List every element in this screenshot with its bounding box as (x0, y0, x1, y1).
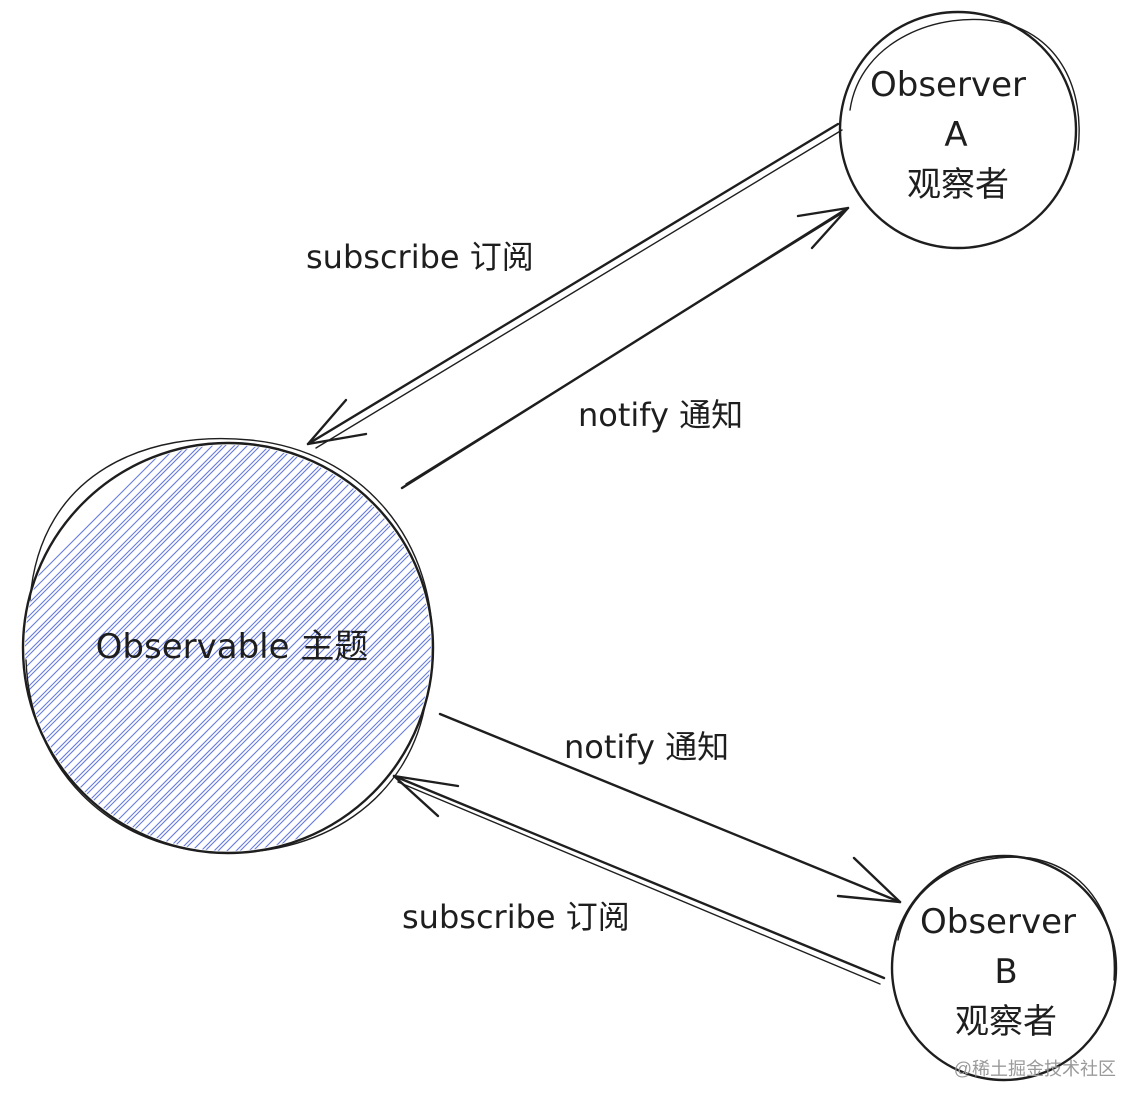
arrow-b-subscribe (392, 774, 886, 985)
hatch-line (116, 445, 431, 851)
hatch-line (25, 445, 339, 851)
hatch-line (94, 445, 431, 851)
edge-label-b-subscribe: subscribe 订阅 (402, 898, 630, 936)
hatch-line (25, 445, 325, 851)
hatch-line (190, 445, 431, 851)
hatch-line (151, 445, 431, 851)
hatch-line (25, 445, 269, 851)
hatch-line (25, 445, 395, 851)
hatch-line (25, 445, 290, 851)
hatch-line (25, 445, 241, 851)
hatch-line (129, 445, 431, 851)
hatch-line (164, 445, 431, 851)
hatch-line (256, 445, 431, 851)
hatch-line (25, 445, 276, 851)
hatch-line (25, 445, 262, 851)
hatch-line (25, 445, 360, 851)
hatch-line (25, 445, 206, 851)
hatch-line (25, 445, 248, 851)
hatch-line (59, 445, 431, 851)
hatch-line (155, 445, 431, 851)
edge-label-a-notify: notify 通知 (578, 396, 743, 434)
hatch-line (50, 445, 431, 851)
hatch-line (25, 445, 227, 851)
hatch-line (199, 445, 431, 851)
hatch-line (25, 445, 381, 851)
hatch-line (25, 445, 213, 851)
hatch-line (85, 445, 431, 851)
observer-a-title: Observer (870, 65, 1026, 105)
hatch-line (225, 445, 431, 851)
observer-b-title: Observer (920, 902, 1076, 942)
hatch-line (186, 445, 431, 851)
hatch-line (25, 445, 367, 851)
hatch-line (103, 445, 431, 851)
hatch-line (25, 445, 353, 851)
watermark: @稀土掘金技术社区 (954, 1059, 1116, 1079)
hatch-line (25, 445, 199, 851)
hatch-line (68, 445, 431, 851)
arrow-a-notify (400, 206, 850, 490)
hatch-line (25, 445, 402, 851)
hatch-line (25, 445, 255, 851)
arrow-a-subscribe (306, 122, 843, 449)
hatch-line (208, 445, 431, 851)
hatch-line (72, 445, 431, 851)
hatch-line (173, 445, 431, 851)
hatch-line (25, 445, 283, 851)
observer-b-node: Observer B 观察者 (890, 854, 1118, 1082)
hatch-line (25, 445, 332, 851)
hatch-line (25, 445, 304, 851)
edge-label-a-subscribe: subscribe 订阅 (306, 238, 534, 276)
hatch-line (212, 445, 431, 851)
hatch-line (25, 445, 220, 851)
hatch-line (25, 445, 318, 851)
hatch-line (221, 445, 431, 851)
arrow-b-notify (438, 712, 902, 904)
observer-a-node: Observer A 观察者 (838, 10, 1080, 250)
hatch-line (243, 445, 431, 851)
observer-b-letter: B (994, 952, 1017, 992)
hatch-line (234, 445, 431, 851)
hatch-line (107, 445, 431, 851)
observer-b-subtitle: 观察者 (955, 1002, 1057, 1042)
observer-a-letter: A (944, 115, 967, 155)
hatch-line (25, 445, 388, 851)
hatch-line (25, 445, 297, 851)
edge-label-b-notify: notify 通知 (564, 728, 729, 766)
observer-a-subtitle: 观察者 (907, 165, 1009, 205)
hatch-line (177, 445, 431, 851)
hatch-line (120, 445, 431, 851)
hatch-line (25, 445, 409, 851)
hatch-line (81, 445, 431, 851)
hatch-line (25, 445, 311, 851)
hatch-line (25, 445, 234, 851)
hatch-line (25, 445, 346, 851)
subject-label: Observable 主题 (96, 627, 369, 667)
observable-subject-node: Observable 主题 (21, 437, 435, 855)
hatch-line (247, 445, 431, 851)
hatch-line (25, 445, 374, 851)
hatch-line (138, 445, 431, 851)
hatch-line (142, 445, 431, 851)
